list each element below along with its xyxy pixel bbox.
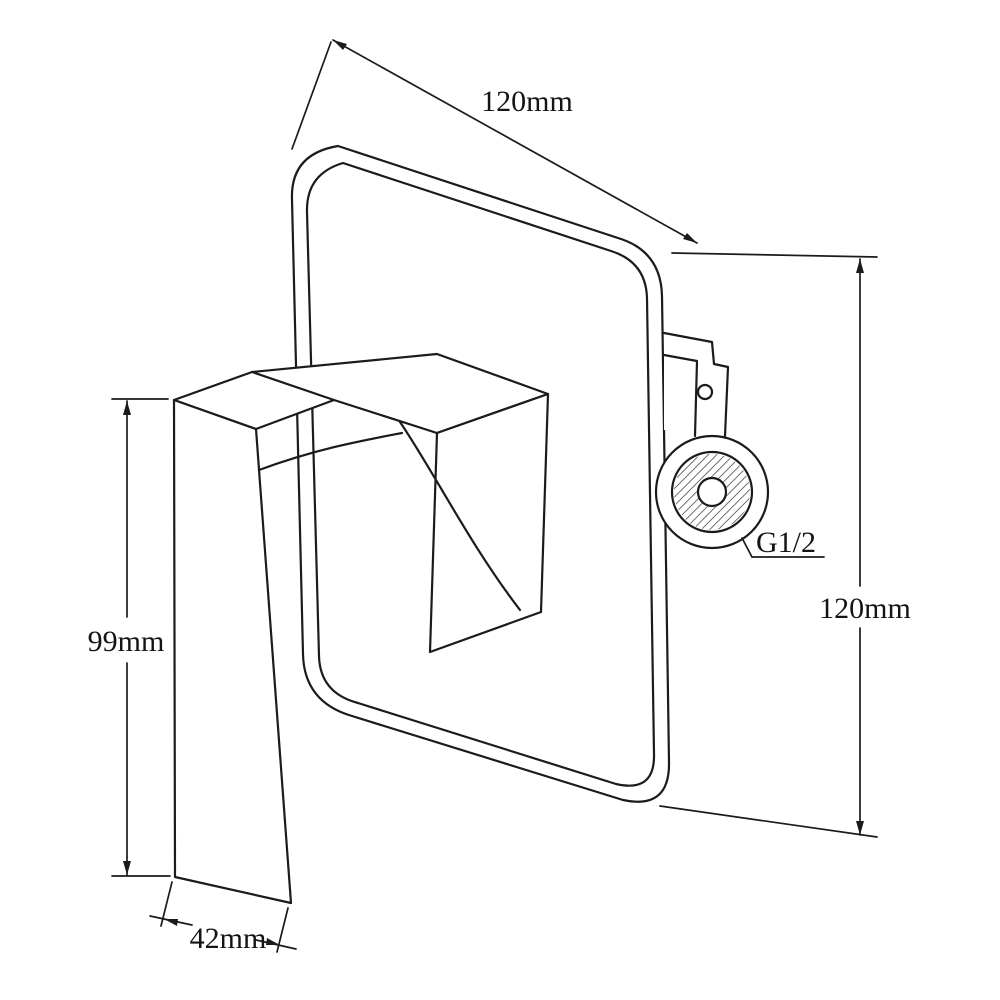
bracket-screw-hole	[696, 383, 714, 401]
dim-top-extension-line	[291, 41, 332, 150]
dim-bottom-label: 42mm	[190, 922, 267, 955]
thread-spec-callout: G1/2	[741, 526, 825, 559]
dim-right-extension-top	[671, 252, 878, 258]
lever-fillet-curve	[257, 431, 404, 472]
mounting-bracket-inner-edge	[662, 353, 699, 438]
handle-lever	[172, 352, 522, 905]
lever-neck-front-edge	[332, 398, 439, 435]
dimension-top-width: 120mm	[291, 39, 698, 244]
dim-bottom-arrow-left	[164, 919, 178, 926]
dimension-handle-width: 42mm	[149, 881, 297, 955]
dim-right-arrow-top	[856, 259, 864, 273]
thread-socket-assembly	[654, 331, 770, 550]
lever-grip-front-face	[172, 398, 293, 905]
dim-right-extension-bottom	[659, 805, 878, 838]
socket-thread-ring	[670, 450, 754, 534]
mounting-bracket	[662, 331, 730, 438]
dim-left-arrow-top	[123, 401, 131, 415]
dim-left-arrow-bottom	[123, 861, 131, 875]
lever-neck-mask	[252, 354, 437, 433]
thread-spec-label: G1/2	[756, 526, 816, 559]
dimension-right-height: 120mm	[659, 252, 911, 838]
plate-inner-outline	[305, 161, 656, 787]
thread-leader-line	[741, 537, 825, 558]
socket-bore	[696, 476, 728, 508]
lever-neck-back-edge	[250, 352, 439, 374]
dim-top-line	[332, 39, 698, 244]
dim-right-arrow-bottom	[856, 821, 864, 835]
lever-underside-curve	[398, 420, 522, 612]
dim-left-label: 99mm	[88, 625, 165, 658]
dim-right-label: 120mm	[819, 592, 911, 625]
valve-body-front-face	[428, 392, 550, 654]
dim-top-arrow-left	[333, 40, 347, 50]
dim-top-label: 120mm	[481, 85, 573, 118]
dim-top-arrow-right	[683, 233, 697, 243]
dimension-handle-length: 99mm	[88, 398, 171, 877]
dim-bottom-arrow-right	[266, 938, 280, 945]
